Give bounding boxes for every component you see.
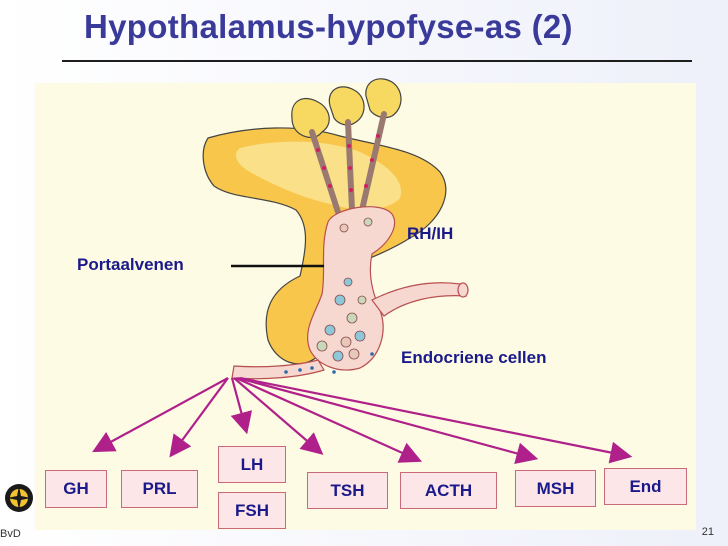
rhih-label: RH/IH xyxy=(407,224,454,243)
output-vessel xyxy=(231,359,325,380)
hormone-box-tsh: TSH xyxy=(307,472,388,509)
hormone-box-acth: ACTH xyxy=(400,472,497,509)
hormone-box-gh: GH xyxy=(45,470,107,508)
hypothalamus-highlight xyxy=(235,141,402,210)
footer-author: BvD xyxy=(0,528,21,540)
endocrine-cells xyxy=(316,217,373,362)
hormone-box-lh: LH xyxy=(218,446,286,483)
hormone-box-fsh: FSH xyxy=(218,492,286,529)
slide-number: 21 xyxy=(701,526,714,538)
hormone-box-prl: PRL xyxy=(121,470,198,508)
title-divider xyxy=(62,60,692,62)
lateral-vessel xyxy=(371,282,468,317)
endocrine-cells-label: Endocriene cellen xyxy=(401,348,547,367)
secretion-dots xyxy=(284,352,374,374)
portal-veins-label: Portaalvenen xyxy=(77,255,184,274)
slide-title: Hypothalamus-hypofyse-as (2) xyxy=(84,8,573,45)
university-logo-icon xyxy=(5,484,33,512)
hormone-arrows xyxy=(92,376,633,465)
neurons xyxy=(291,78,402,139)
hormone-box-msh: MSH xyxy=(515,470,596,507)
hormone-box-end: End xyxy=(604,468,687,505)
axon-dots xyxy=(316,134,380,192)
